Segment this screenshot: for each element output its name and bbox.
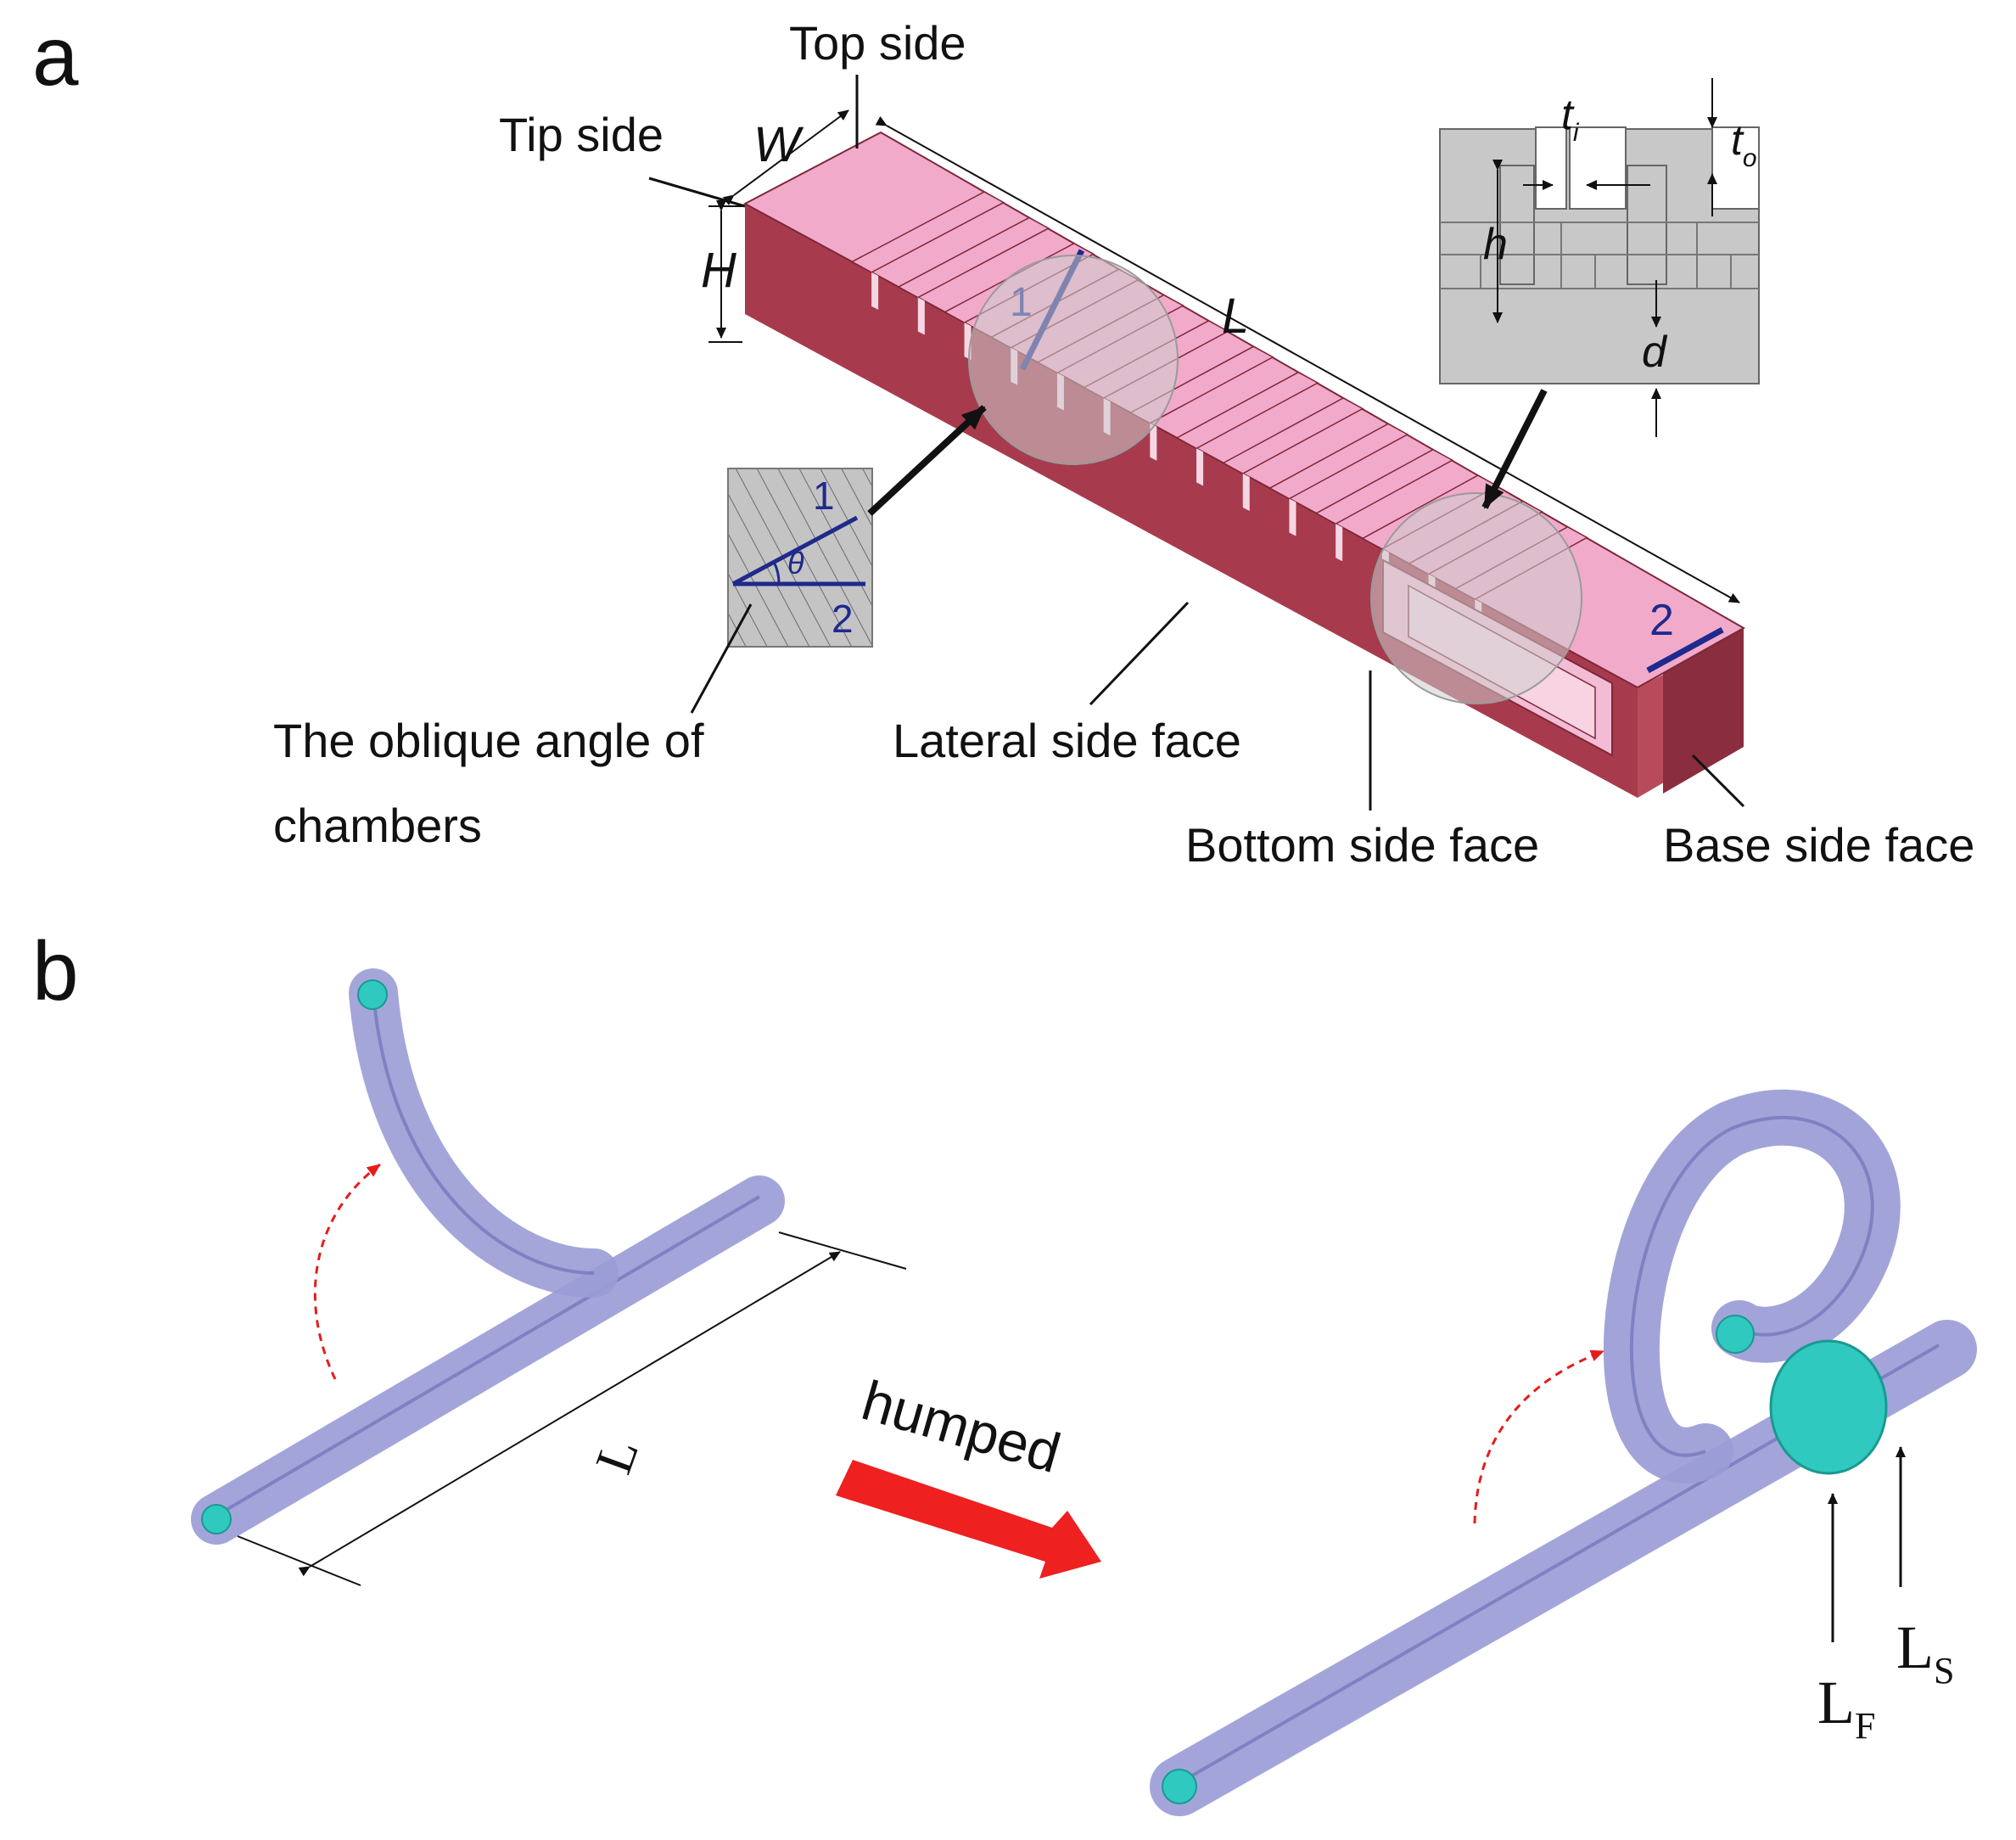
dim-w-label: W: [753, 117, 804, 172]
dim-h-inset-label: h: [1483, 220, 1508, 269]
chamber-slot: [1196, 448, 1204, 486]
dim-l-label: L: [1222, 289, 1249, 344]
inset-hatched-box: [727, 468, 873, 648]
dim-ti-t: t: [1561, 91, 1575, 138]
arrow-cross-section-to-magnifier: [1481, 389, 1548, 509]
gap-cutout-1: [1535, 126, 1567, 210]
leader-base-side: [1691, 754, 1745, 808]
inset-label-theta: θ: [787, 546, 804, 581]
label-top-side: Top side: [789, 16, 966, 70]
marker-label-2: 2: [1649, 596, 1674, 645]
leader-tip-side: [648, 177, 746, 208]
humped-arrow: [836, 1460, 1101, 1579]
label-tip-side: Tip side: [499, 108, 664, 161]
right-bend-arrow: [1473, 1349, 1604, 1524]
label-lf-main: L: [1817, 1669, 1855, 1736]
chamber-slot: [917, 297, 925, 335]
magnifier-circle-2: [1370, 492, 1582, 704]
label-ls-main: L: [1896, 1613, 1934, 1681]
dim-to-t: t: [1731, 116, 1744, 164]
panel-a-label: a: [32, 9, 79, 103]
label-ls-sub: S: [1934, 1650, 1954, 1691]
chamber-slot: [871, 272, 879, 310]
dim-ti-label: ti: [1561, 91, 1580, 147]
label-base-side-face: Base side face: [1663, 818, 1974, 872]
magnifier-circle-1: [968, 255, 1179, 465]
right-actuator-tube: [1150, 1089, 1977, 1816]
chamber-cutout-2: [1627, 165, 1667, 285]
dim-l-line: [875, 115, 1740, 603]
label-lateral-side-face: Lateral side face: [893, 714, 1241, 767]
inset-label-2: 2: [832, 597, 854, 641]
arrow-inset-to-magnifier: [867, 405, 987, 516]
label-ls: LS: [1896, 1613, 1954, 1691]
humped-label: humped: [855, 1368, 1067, 1484]
panel-b: b L humped: [32, 924, 1977, 1816]
chamber-slot: [1242, 474, 1250, 511]
base-side-face-shape: [1663, 628, 1744, 794]
dim-ti-sub: i: [1573, 119, 1580, 147]
panel-a: a 1 2 W H: [32, 9, 1974, 872]
right-tube-hump: [1769, 1339, 1888, 1475]
inset-label-1: 1: [813, 474, 835, 518]
leader-oblique-angle: [690, 603, 753, 714]
marker-line-2: [1646, 626, 1724, 674]
dim-l-b-tick-2: [778, 1231, 907, 1270]
leader-lateral-side: [1089, 601, 1190, 706]
label-oblique-angle-line1: The oblique angle of: [273, 714, 704, 767]
chamber-slot: [1336, 524, 1343, 562]
label-lf: LF: [1817, 1669, 1875, 1747]
left-tube-tip-end: [201, 1504, 232, 1534]
gap-cutout-2: [1569, 126, 1627, 210]
left-tube-tip-top: [357, 979, 388, 1010]
right-tube-tip-end: [1162, 1769, 1197, 1804]
cross-section-inset: h ti to d: [1438, 78, 1761, 437]
oblique-angle-inset: 1 2 θ: [727, 468, 873, 648]
chamber-slot: [1289, 498, 1296, 536]
dim-to-label: to: [1731, 116, 1757, 172]
inset-angle-arc: [772, 561, 781, 585]
right-tube-tip-coil: [1716, 1315, 1755, 1354]
left-bend-arrow: [313, 1163, 381, 1380]
panel-b-label: b: [32, 924, 79, 1018]
gap-cutout-3: [1711, 126, 1760, 210]
dim-l-b-tick-1: [237, 1535, 361, 1586]
dim-d-label: d: [1642, 328, 1668, 377]
left-actuator-tube: [191, 968, 785, 1545]
label-lf-sub: F: [1855, 1705, 1875, 1747]
dim-to-sub: o: [1743, 144, 1757, 172]
dim-l-b-line: [298, 1251, 841, 1577]
dim-h-label: H: [701, 243, 736, 298]
inset-line-1: [731, 515, 859, 586]
dim-l-b-label: L: [585, 1431, 650, 1481]
label-oblique-angle-line2: chambers: [273, 799, 482, 852]
right-tube-coil-edge: [1629, 1115, 1874, 1457]
label-bottom-side-face: Bottom side face: [1185, 818, 1539, 872]
dim-w-line: [722, 109, 849, 205]
